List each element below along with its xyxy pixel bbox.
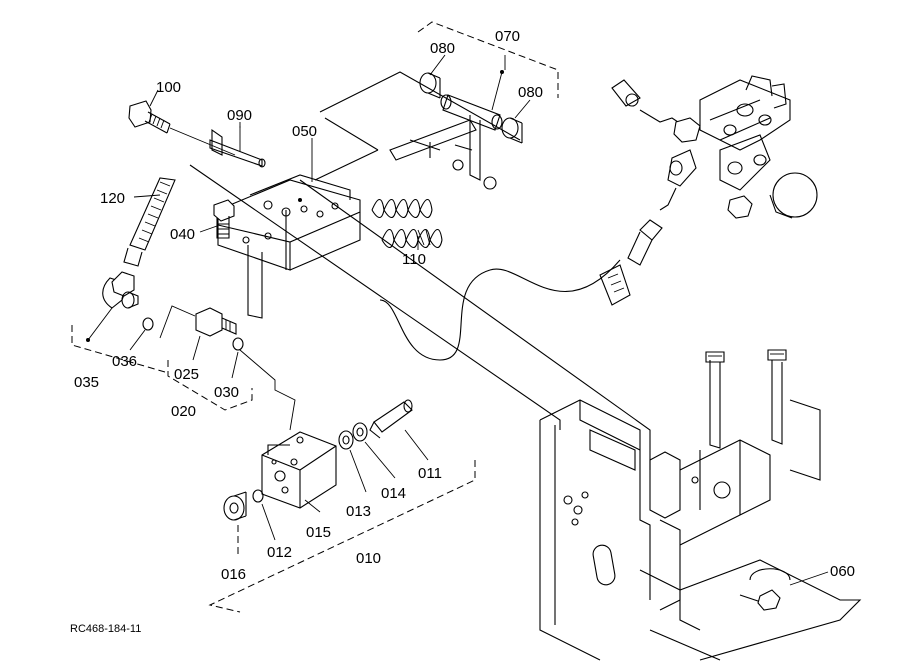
- callout-015: 015: [306, 524, 331, 541]
- fitting-group-035: [71, 307, 166, 373]
- callout-080-lower: 080: [518, 84, 543, 101]
- callout-100: 100: [156, 79, 181, 96]
- o-ring-036: [142, 317, 154, 331]
- cable-120: [102, 177, 176, 309]
- callout-110: 110: [402, 251, 426, 268]
- control-cable: [189, 164, 663, 470]
- callout-080-upper: 080: [430, 40, 455, 57]
- callout-090: 090: [227, 107, 252, 124]
- callout-040: 040: [170, 226, 195, 243]
- callout-070: 070: [495, 28, 520, 45]
- valve-block-015: [261, 431, 337, 509]
- screw-040: [213, 199, 235, 239]
- callout-035: 035: [74, 374, 99, 391]
- valve-assembly: [611, 75, 818, 219]
- group-box-010: [208, 460, 476, 613]
- callout-013: 013: [346, 503, 371, 520]
- bracket-050: [211, 71, 521, 319]
- reference-code: RC468-184-11: [70, 623, 141, 635]
- seal-013: [338, 430, 354, 450]
- callout-036: 036: [112, 353, 137, 370]
- adapter-025: [195, 307, 237, 337]
- plug-016: [223, 491, 247, 555]
- o-ring-012: [252, 489, 264, 503]
- callout-060: 060: [830, 563, 855, 580]
- springs-110: [371, 198, 443, 249]
- leader-lines: [129, 54, 829, 586]
- callout-012: 012: [267, 544, 292, 561]
- callout-020: 020: [171, 403, 196, 420]
- callout-030: 030: [214, 384, 239, 401]
- pin-090: [209, 126, 266, 168]
- spool-011: [369, 399, 413, 439]
- o-ring-030: [232, 337, 244, 351]
- callout-010: 010: [356, 550, 381, 567]
- callout-011: 011: [418, 465, 442, 482]
- callout-016: 016: [221, 566, 246, 583]
- bushing-080-upper: [419, 72, 441, 99]
- bolt-100: [128, 100, 236, 156]
- lever-assembly-070: [389, 21, 559, 190]
- callout-120: 120: [100, 190, 125, 207]
- frame-bracket: [539, 349, 862, 661]
- seal-014: [352, 422, 368, 442]
- callout-025: 025: [174, 366, 199, 383]
- bushing-080-lower: [501, 117, 523, 144]
- callout-014: 014: [381, 485, 406, 502]
- fitting-group-020: [159, 305, 296, 431]
- callout-050: 050: [292, 123, 317, 140]
